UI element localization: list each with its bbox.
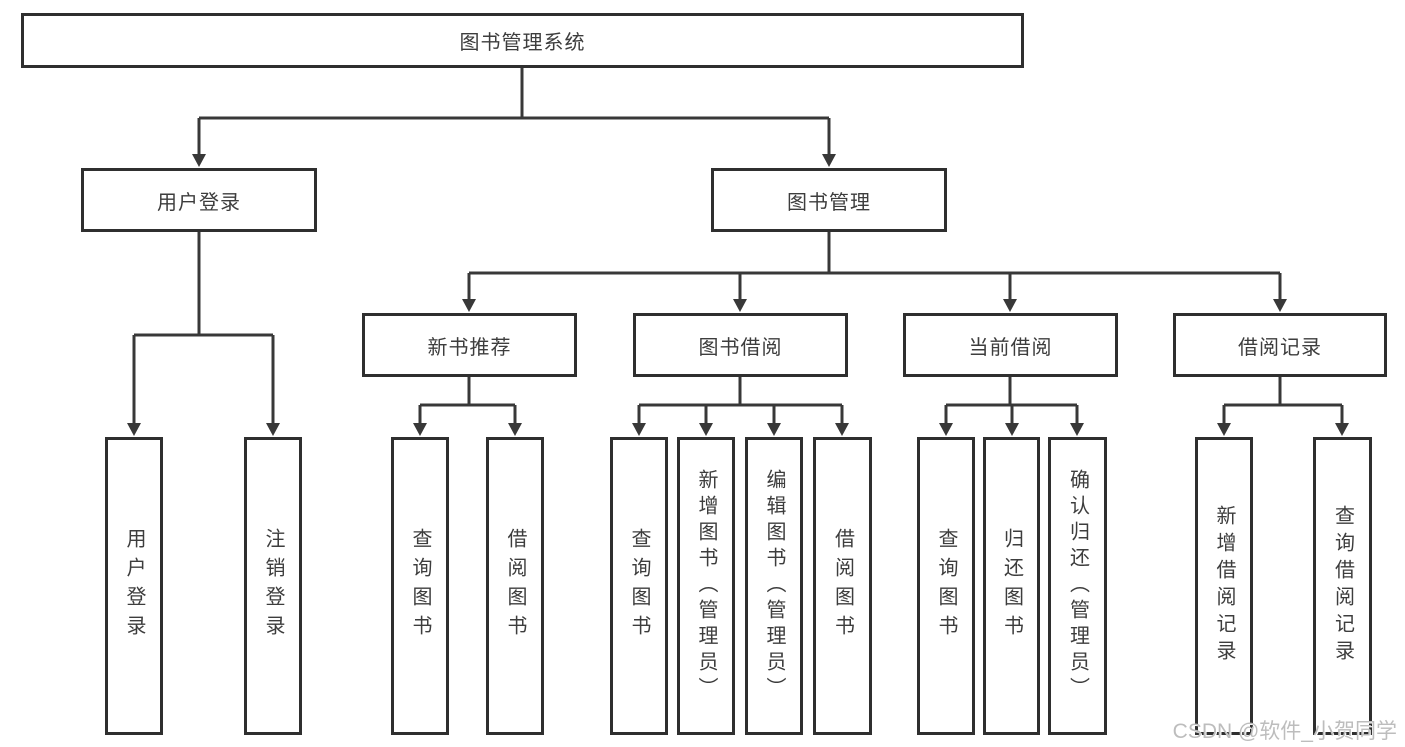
- edge-current-borrow-to-leaves: [939, 377, 1084, 436]
- leaf-query-borrow-record: 查询借阅记录: [1313, 437, 1372, 735]
- leaf-add-book: 新增图书（管理员）: [677, 437, 735, 735]
- csdn-watermark: CSDN @软件_小贺同学: [1172, 720, 1397, 743]
- leaf-borrow-book-2-label: 借阅图书: [831, 528, 854, 644]
- leaf-edit-book: 编辑图书（管理员）: [745, 437, 803, 735]
- leaf-confirm-return-label: 确认归还（管理员）: [1066, 469, 1089, 703]
- leaf-query-book-3: 查询图书: [917, 437, 975, 735]
- node-new-book-rec-label: 新书推荐: [427, 336, 512, 359]
- node-current-borrow-label: 当前借阅: [968, 336, 1053, 359]
- leaf-logout: 注销登录: [244, 437, 302, 735]
- leaf-query-book-3-label: 查询图书: [935, 528, 957, 644]
- node-current-borrow: 当前借阅: [903, 313, 1118, 377]
- leaf-borrow-book-2: 借阅图书: [813, 437, 872, 735]
- edge-new-book-rec-to-leaves: [413, 377, 522, 436]
- leaf-add-borrow-record: 新增借阅记录: [1195, 437, 1253, 735]
- leaf-add-borrow-record-label: 新增借阅记录: [1213, 505, 1235, 667]
- leaf-borrow-book-1: 借阅图书: [486, 437, 544, 735]
- leaf-query-book-1: 查询图书: [391, 437, 449, 735]
- node-book-borrow: 图书借阅: [633, 313, 848, 377]
- edge-borrow-records-to-leaves: [1217, 377, 1349, 436]
- leaf-add-book-label: 新增图书（管理员）: [695, 469, 717, 703]
- leaf-query-book-2-label: 查询图书: [628, 528, 650, 644]
- leaf-user-login-label: 用户登录: [123, 528, 145, 644]
- node-book-mgmt-label: 图书管理: [787, 191, 871, 214]
- node-new-book-rec: 新书推荐: [362, 313, 577, 377]
- leaf-user-login: 用户登录: [105, 437, 163, 735]
- leaf-edit-book-label: 编辑图书（管理员）: [763, 469, 785, 703]
- leaf-return-book-label: 归还图书: [1000, 528, 1023, 644]
- node-root: 图书管理系统: [21, 13, 1024, 68]
- node-book-mgmt: 图书管理: [711, 168, 947, 232]
- leaf-confirm-return: 确认归还（管理员）: [1048, 437, 1107, 735]
- leaf-logout-label: 注销登录: [262, 528, 284, 644]
- edge-book-borrow-to-leaves: [632, 377, 849, 436]
- leaf-query-book-1-label: 查询图书: [409, 528, 431, 644]
- leaf-query-borrow-record-label: 查询借阅记录: [1331, 505, 1354, 667]
- node-user-login: 用户登录: [81, 168, 317, 232]
- node-root-label: 图书管理系统: [459, 32, 586, 54]
- leaf-query-book-2: 查询图书: [610, 437, 668, 735]
- edge-root-to-level2: [192, 68, 836, 167]
- leaf-borrow-book-1-label: 借阅图书: [504, 528, 526, 644]
- edge-book-mgmt-to-level3: [462, 232, 1287, 312]
- node-user-login-label: 用户登录: [157, 191, 241, 214]
- node-borrow-records: 借阅记录: [1173, 313, 1387, 377]
- node-book-borrow-label: 图书借阅: [698, 336, 783, 359]
- node-borrow-records-label: 借阅记录: [1238, 336, 1322, 359]
- edge-user-login-to-leaves: [127, 232, 280, 436]
- leaf-return-book: 归还图书: [983, 437, 1040, 735]
